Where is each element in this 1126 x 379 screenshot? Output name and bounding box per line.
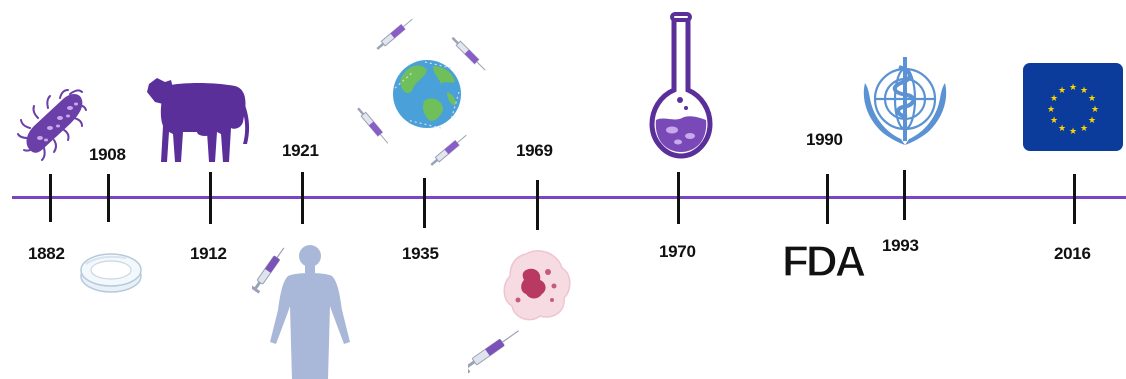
svg-text:★: ★	[1091, 105, 1099, 115]
year-label-1993: 1993	[882, 236, 919, 256]
svg-text:★: ★	[1058, 124, 1066, 134]
tick-1921	[301, 172, 304, 224]
tick-1969	[536, 180, 539, 230]
tick-1908	[107, 174, 110, 222]
year-label-1921: 1921	[282, 141, 319, 161]
year-label-1908: 1908	[89, 145, 126, 165]
timeline-axis	[12, 196, 1126, 199]
year-label-1935: 1935	[402, 244, 439, 264]
tick-1990	[826, 174, 829, 224]
bacterium-icon	[16, 78, 88, 164]
year-label-1912: 1912	[190, 244, 227, 264]
svg-text:★: ★	[1080, 86, 1088, 96]
fda-logo: FDA	[782, 236, 866, 282]
cell-injection-icon	[468, 236, 588, 379]
svg-text:★: ★	[1069, 83, 1077, 93]
glass-slides-icon	[78, 242, 144, 300]
year-label-2016: 2016	[1054, 244, 1091, 264]
year-label-1990: 1990	[806, 130, 843, 150]
tick-1882	[49, 174, 52, 222]
svg-text:★: ★	[1050, 94, 1058, 104]
fda-logo-text: FDA	[782, 237, 866, 282]
svg-text:★: ★	[1088, 94, 1096, 104]
human-injection-icon	[252, 230, 362, 379]
tick-1935	[423, 178, 426, 228]
svg-text:★: ★	[1058, 86, 1066, 96]
year-label-1969: 1969	[516, 141, 553, 161]
year-label-1882: 1882	[28, 244, 65, 264]
svg-text:★: ★	[1080, 124, 1088, 134]
svg-text:★: ★	[1050, 116, 1058, 126]
eu-flag-icon: ★ ★ ★ ★ ★ ★ ★ ★ ★ ★ ★ ★	[1022, 62, 1124, 152]
year-label-1970: 1970	[659, 242, 696, 262]
svg-text:★: ★	[1069, 127, 1077, 137]
cow-icon	[143, 70, 253, 166]
tick-1993	[903, 170, 906, 220]
svg-text:★: ★	[1047, 105, 1055, 115]
tick-1970	[677, 172, 680, 224]
who-emblem-icon	[855, 53, 955, 153]
svg-text:★: ★	[1088, 116, 1096, 126]
tick-1912	[209, 172, 212, 224]
tick-2016	[1073, 174, 1076, 224]
globe-syringes-icon	[355, 8, 505, 173]
flask-icon	[648, 12, 714, 162]
